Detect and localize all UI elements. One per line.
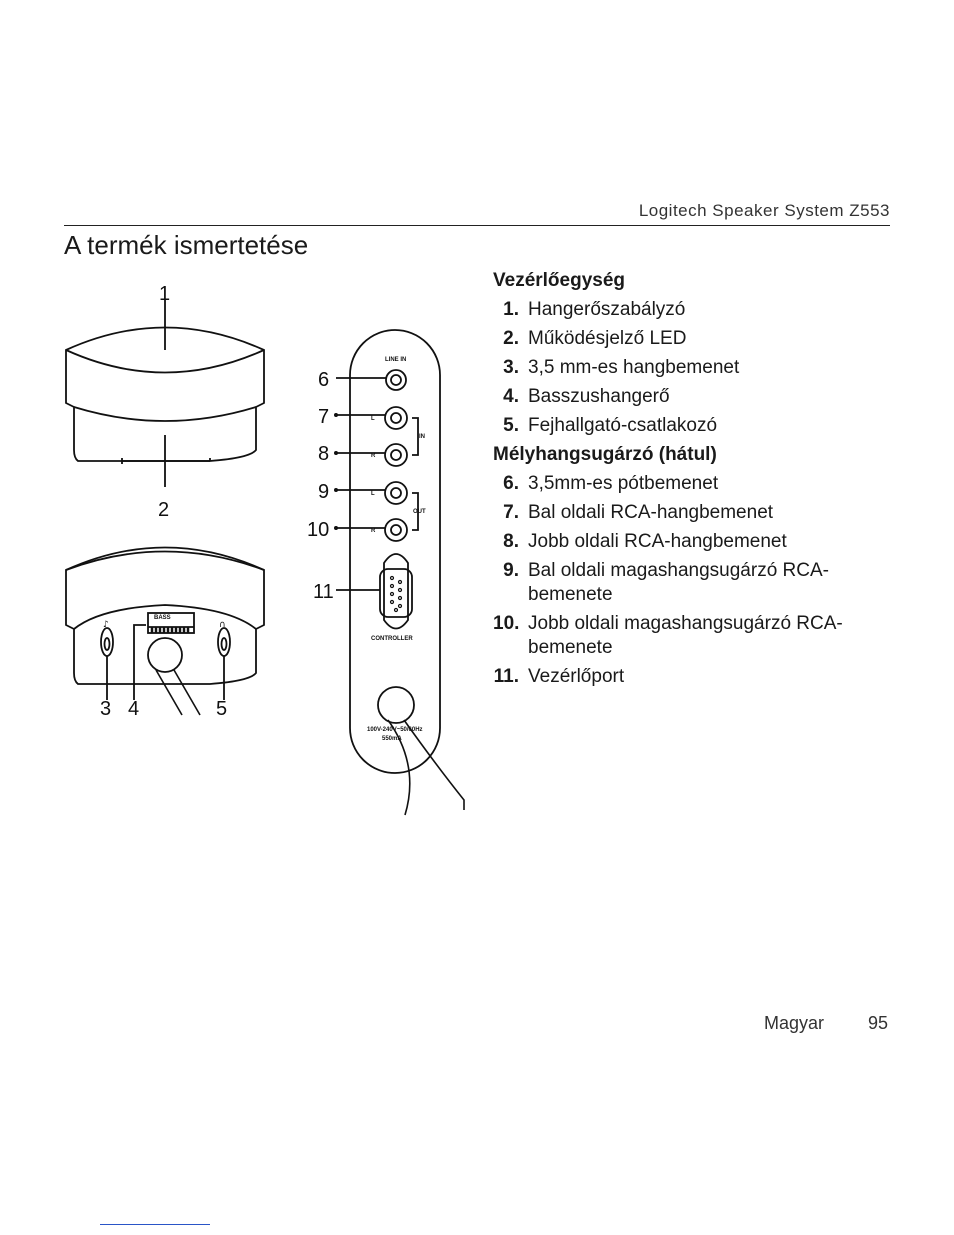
callout-5: 5 bbox=[216, 698, 227, 720]
list-item: 11. Vezérlőport bbox=[493, 662, 893, 691]
callout-4: 4 bbox=[128, 698, 139, 720]
subwoofer-heading: Mélyhangsugárzó (hátul) bbox=[493, 444, 717, 465]
list-item: 4. Basszushangerő bbox=[493, 382, 893, 411]
item-text: 3,5mm-es pótbemenet bbox=[528, 473, 719, 494]
item-text: Bal oldali RCA-hangbemenet bbox=[528, 502, 774, 523]
header-product-name: Logitech Speaker System Z553 bbox=[638, 201, 890, 220]
product-illustration: 1 2 3 4 5 6 7 8 9 10 11 BASS LINE IN IN … bbox=[60, 275, 470, 820]
item-text: Jobb oldali magashangsugárzó RCA-bemenet… bbox=[528, 613, 843, 658]
item-number: 3. bbox=[503, 357, 519, 378]
list-item: 1. Hangerőszabályzó bbox=[493, 295, 893, 324]
footer-language: Magyar bbox=[764, 1013, 825, 1033]
item-text: Jobb oldali RCA-hangbemenet bbox=[528, 531, 787, 552]
item-number: 4. bbox=[503, 386, 519, 407]
item-text: Vezérlőport bbox=[528, 666, 625, 687]
in-label: IN bbox=[419, 434, 425, 440]
control-pod-list: 1. Hangerőszabályzó 2. Működésjelző LED 3.… bbox=[493, 295, 893, 440]
bottom-divider bbox=[100, 1224, 210, 1225]
item-number: 7. bbox=[503, 502, 519, 523]
control-pod-top-illustration bbox=[65, 300, 265, 487]
controller-label: CONTROLLER bbox=[371, 636, 413, 642]
list-item: 9. Bal oldali magashangsugárzó RCA-bemene… bbox=[493, 556, 893, 609]
item-number: 6. bbox=[503, 473, 519, 494]
callout-2: 2 bbox=[158, 499, 169, 521]
jack-l-label-out: L bbox=[371, 491, 375, 497]
page-number: 95 bbox=[868, 1013, 889, 1033]
item-text: Basszushangerő bbox=[528, 386, 670, 407]
callout-10: 10 bbox=[307, 519, 329, 541]
callout-11: 11 bbox=[313, 581, 334, 603]
callout-6: 6 bbox=[318, 369, 329, 391]
item-number: 1. bbox=[503, 299, 519, 320]
control-pod-back-illustration bbox=[65, 546, 265, 716]
callout-3: 3 bbox=[100, 698, 111, 720]
item-number: 9. bbox=[503, 560, 519, 581]
jack-r-label-out: R bbox=[371, 528, 376, 534]
line-in-label: LINE IN bbox=[385, 357, 406, 363]
list-item: 3. 3,5 mm-es hangbemenet bbox=[493, 353, 893, 382]
list-item: 7. Bal oldali RCA-hangbemenet bbox=[493, 498, 893, 527]
item-number: 11. bbox=[493, 666, 519, 687]
power-label: 100V-240V~50/60Hz bbox=[367, 727, 423, 733]
list-item: 2. Működésjelző LED bbox=[493, 324, 893, 353]
list-item: 6. 3,5mm-es pótbemenet bbox=[493, 469, 893, 498]
item-text: 3,5 mm-es hangbemenet bbox=[528, 357, 740, 378]
callout-8: 8 bbox=[318, 443, 329, 465]
item-number: 8. bbox=[503, 531, 519, 552]
item-text: Fejhallgató-csatlakozó bbox=[528, 415, 718, 436]
component-legend: Vezérlőegység 1. Hangerőszabályzó 2. Működ… bbox=[493, 266, 893, 691]
jack-r-label-in: R bbox=[371, 453, 376, 459]
page-title: A termék ismertetése bbox=[64, 230, 309, 260]
item-text: Működésjelző LED bbox=[528, 328, 687, 349]
list-item: 5. Fejhallgató-csatlakozó bbox=[493, 411, 893, 440]
callout-9: 9 bbox=[318, 481, 329, 503]
callout-1: 1 bbox=[159, 283, 170, 305]
current-label: 550mA bbox=[382, 736, 402, 742]
headphones-icon: ∩ bbox=[219, 620, 226, 630]
music-note-icon: ♪ bbox=[103, 620, 109, 630]
control-pod-heading: Vezérlőegység bbox=[493, 270, 626, 291]
item-text: Hangerőszabályzó bbox=[528, 299, 686, 320]
list-item: 8. Jobb oldali RCA-hangbemenet bbox=[493, 527, 893, 556]
header-divider bbox=[64, 225, 890, 226]
subwoofer-rear-panel-illustration bbox=[336, 329, 465, 816]
subwoofer-list: 6. 3,5mm-es pótbemenet 7. Bal oldali RCA-h… bbox=[493, 469, 893, 691]
list-item: 10. Jobb oldali magashangsugárzó RCA-beme… bbox=[493, 609, 893, 662]
item-number: 5. bbox=[503, 415, 519, 436]
item-text: Bal oldali magashangsugárzó RCA-bemenete bbox=[528, 560, 829, 605]
item-number: 10. bbox=[493, 613, 520, 634]
callout-7: 7 bbox=[318, 406, 329, 428]
item-number: 2. bbox=[503, 328, 519, 349]
out-label: OUT bbox=[413, 509, 426, 515]
bass-label: BASS bbox=[154, 615, 171, 621]
jack-l-label-in: L bbox=[371, 416, 375, 422]
